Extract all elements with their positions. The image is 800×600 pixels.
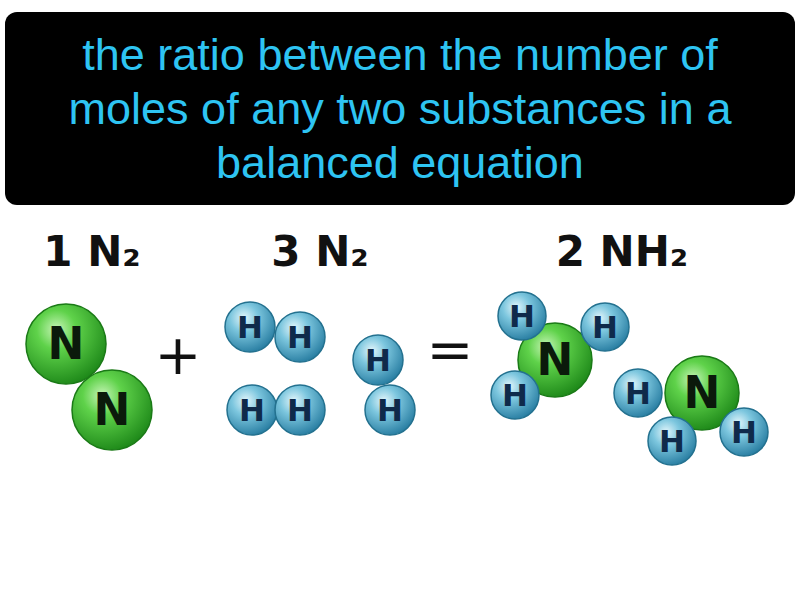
hydrogen-atom: H: [613, 368, 663, 418]
hydrogen-atom: H: [647, 416, 697, 466]
atom-symbol: N: [684, 371, 721, 415]
hydrogen-atom: H: [719, 407, 769, 457]
hydrogen-atom: H: [580, 302, 630, 352]
equation-symbol: =: [427, 322, 474, 378]
hydrogen-atom: H: [226, 384, 278, 436]
atom-sphere: [491, 371, 539, 419]
atom-symbol: N: [537, 338, 574, 382]
hydrogen-atom: H: [490, 370, 540, 420]
atom-symbol: H: [287, 395, 313, 426]
atom-symbol: H: [625, 378, 651, 409]
atom-symbol: H: [287, 322, 313, 353]
atom-sphere: [227, 385, 277, 435]
atom-sphere: [26, 304, 106, 384]
atom-symbol: H: [509, 301, 535, 332]
hydrogen-atom: H: [497, 291, 547, 341]
title-band: the ratio between the number of moles of…: [5, 12, 795, 205]
hydrogen-atom: H: [364, 384, 416, 436]
atom-sphere: [581, 303, 629, 351]
atom-sphere: [648, 417, 696, 465]
atom-sphere: [720, 408, 768, 456]
atom-sphere: [225, 302, 275, 352]
atom-sphere: [365, 385, 415, 435]
hydrogen-atom: H: [274, 311, 326, 363]
equation-symbol: +: [155, 327, 202, 383]
atom-symbol: H: [659, 426, 685, 457]
atom-sphere: [275, 312, 325, 362]
atom-symbol: H: [731, 417, 757, 448]
atom-symbol: H: [502, 380, 528, 411]
formula-label: 3 N₂: [271, 231, 368, 273]
atom-sphere: [614, 369, 662, 417]
hydrogen-atom: H: [224, 301, 276, 353]
nitrogen-atom: N: [25, 303, 107, 385]
formula-label: 2 NH₂: [556, 231, 689, 273]
atom-symbol: H: [237, 312, 263, 343]
nitrogen-atom: N: [71, 369, 153, 451]
atom-sphere: [275, 385, 325, 435]
atom-symbol: N: [48, 322, 85, 366]
atom-sphere: [72, 370, 152, 450]
atom-sphere: [498, 292, 546, 340]
hydrogen-atom: H: [352, 334, 404, 386]
formula-label: 1 N₂: [43, 231, 140, 273]
title-text: the ratio between the number of moles of…: [19, 28, 781, 190]
atom-symbol: H: [592, 312, 618, 343]
atom-symbol: H: [239, 395, 265, 426]
hydrogen-atom: H: [274, 384, 326, 436]
atom-sphere: [353, 335, 403, 385]
atom-symbol: N: [94, 388, 131, 432]
atom-symbol: H: [377, 395, 403, 426]
atom-symbol: H: [365, 345, 391, 376]
